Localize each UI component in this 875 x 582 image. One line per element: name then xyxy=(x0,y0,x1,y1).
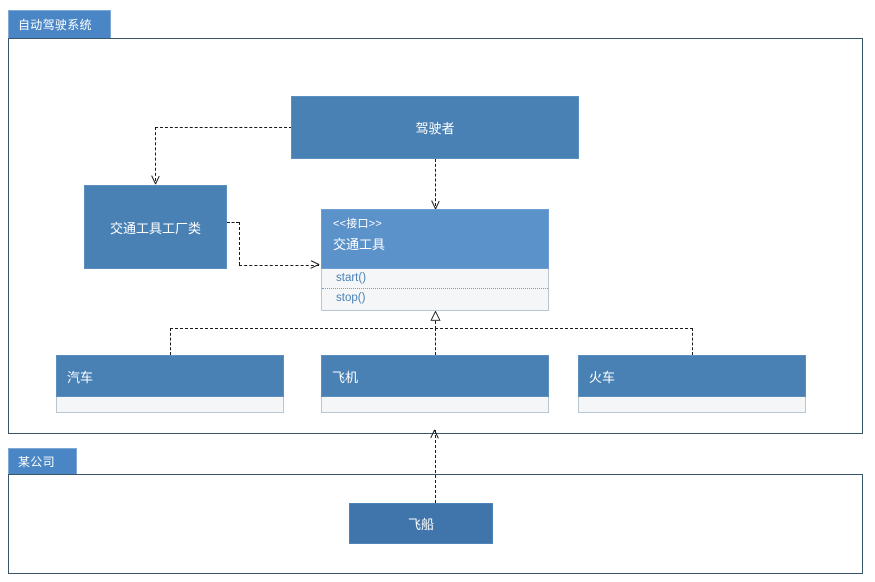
class-node-train-header: 火车 xyxy=(578,355,806,397)
class-node-train-name: 火车 xyxy=(589,369,616,385)
realization-triangle-icon xyxy=(430,310,441,321)
interface-node-vehicle[interactable]: <<接口>> 交通工具 start() stop() xyxy=(321,209,549,311)
class-node-airplane-header: 飞机 xyxy=(321,355,549,397)
operation-start[interactable]: start() xyxy=(336,272,367,284)
class-node-vehicle-factory-header: 交通工具工厂类 xyxy=(84,185,227,269)
class-node-train[interactable]: 火车 xyxy=(578,355,806,413)
class-node-spaceship[interactable]: 飞船 xyxy=(349,503,493,544)
class-node-car-name: 汽车 xyxy=(67,369,94,385)
class-node-vehicle-factory[interactable]: 交通工具工厂类 xyxy=(84,185,227,269)
interface-node-vehicle-header: <<接口>> 交通工具 xyxy=(321,209,549,269)
class-node-car[interactable]: 汽车 xyxy=(56,355,284,413)
package-tab-label: 某公司 xyxy=(18,454,55,469)
class-node-airplane-operations-compartment xyxy=(321,397,549,413)
class-node-driver[interactable]: 驾驶者 xyxy=(291,96,579,159)
class-node-driver-header: 驾驶者 xyxy=(291,96,579,159)
package-tab-company[interactable]: 某公司 xyxy=(8,448,77,474)
class-node-driver-name: 驾驶者 xyxy=(415,121,455,136)
package-tab-autonomous-driving[interactable]: 自动驾驶系统 xyxy=(8,10,111,38)
class-node-spaceship-name: 飞船 xyxy=(407,517,434,532)
class-node-airplane[interactable]: 飞机 xyxy=(321,355,549,413)
package-tab-label: 自动驾驶系统 xyxy=(18,17,92,32)
class-node-car-operations-compartment xyxy=(56,397,284,413)
class-node-train-operations-compartment xyxy=(578,397,806,413)
interface-node-vehicle-name: 交通工具 xyxy=(333,237,386,252)
class-node-airplane-name: 飞机 xyxy=(332,369,359,385)
interface-stereotype: <<接口>> xyxy=(333,218,382,230)
class-node-vehicle-factory-name: 交通工具工厂类 xyxy=(109,220,201,236)
operation-stop[interactable]: stop() xyxy=(322,288,548,308)
class-node-car-header: 汽车 xyxy=(56,355,284,397)
interface-operations-compartment: start() stop() xyxy=(321,269,549,311)
class-node-spaceship-header: 飞船 xyxy=(349,503,493,544)
